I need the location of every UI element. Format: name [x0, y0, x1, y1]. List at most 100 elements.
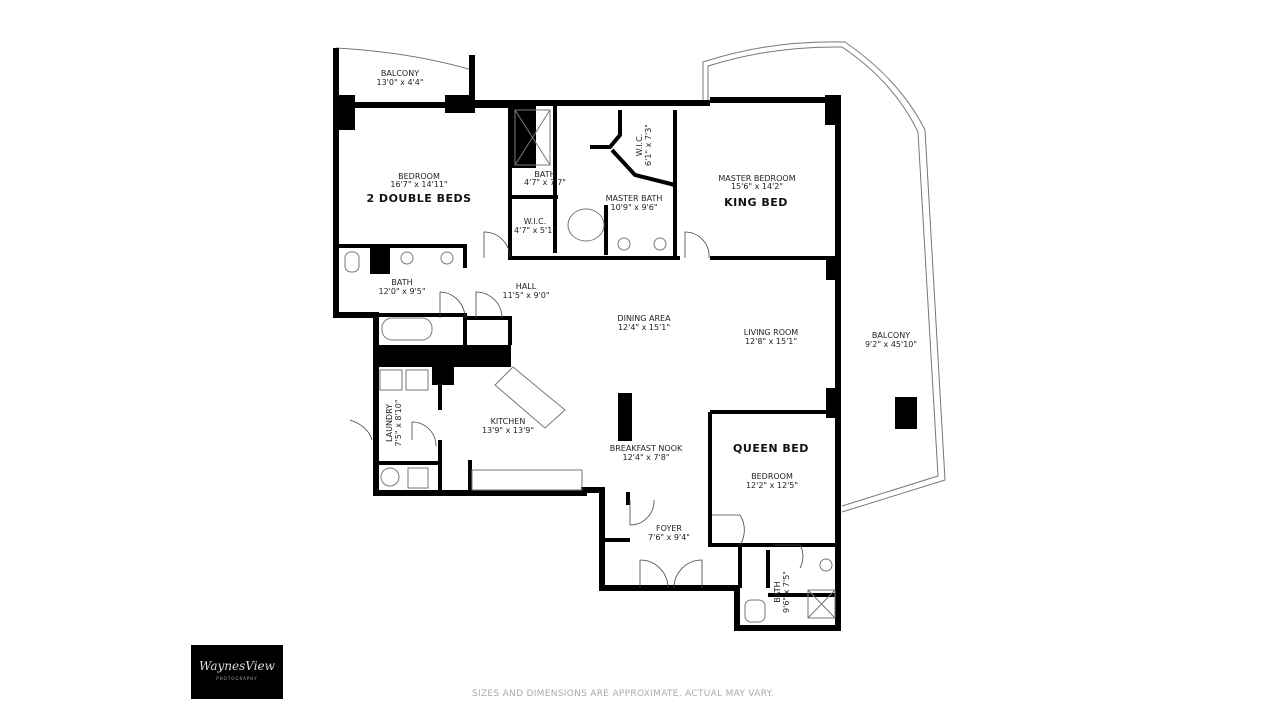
room-kitchen: KITCHEN 13'9" x 13'9" [482, 417, 534, 435]
bathtub-fixture [567, 208, 605, 242]
wall-pier [826, 258, 839, 280]
balcony-column [895, 397, 917, 429]
door-swing [475, 291, 503, 319]
room-dims: 16'7" x 14'11" [390, 180, 447, 189]
room-bath-small: BATH 4'7" x 7'7" [524, 170, 566, 187]
room-breakfast-nook: BREAKFAST NOOK 12'4" x 7'8" [610, 444, 683, 462]
bed-label: 2 DOUBLE BEDS [366, 192, 471, 205]
sink-fixture [617, 237, 631, 251]
bathtub-fixture [381, 317, 433, 341]
room-name: BEDROOM [751, 472, 793, 481]
door-swing [629, 499, 655, 526]
wall-block [432, 360, 454, 385]
room-wic-master: W.I.C. 6'1" x 7'3" [635, 124, 653, 166]
shower-fixture [514, 109, 551, 166]
room-dims: 4'7" x 7'7" [524, 178, 566, 187]
nook-column [618, 393, 632, 441]
room-name: BEDROOM [398, 172, 440, 181]
room-master-bath: MASTER BATH 10'9" x 9'6" [606, 194, 663, 212]
wall-pier [825, 95, 839, 125]
room-dims: 7'6" x 9'4" [648, 533, 690, 542]
room-balcony-large: BALCONY 9'2" x 45'10" [865, 331, 917, 349]
room-name: BATH [534, 170, 555, 179]
large-balcony-rail [707, 46, 939, 507]
room-dims: 12'4" x 15'1" [618, 323, 670, 332]
room-dims: 13'9" x 13'9" [482, 426, 534, 435]
room-name: W.I.C. [524, 217, 547, 226]
room-wic-small: W.I.C. 4'7" x 5'1" [514, 217, 556, 235]
room-name: DINING AREA [617, 314, 671, 323]
room-dims: 4'7" x 5'1" [514, 226, 556, 235]
room-hall: HALL 11'5" x 9'0" [502, 282, 549, 300]
kitchen-island [494, 366, 566, 429]
entry-door [639, 559, 703, 589]
sink-fixture [819, 558, 833, 572]
room-dims: 7'5" x 8'10" [394, 399, 403, 446]
wall-block [376, 345, 511, 367]
door-swing [712, 514, 745, 546]
room-foyer: FOYER 7'6" x 9'4" [648, 524, 690, 542]
room-bath-2: BATH 12'0" x 9'5" [378, 278, 425, 296]
outer-wall [333, 48, 841, 631]
room-name: MASTER BEDROOM [718, 174, 795, 183]
room-name: HALL [516, 282, 537, 291]
wall-pier [370, 244, 390, 274]
kitchen-counter [471, 469, 583, 491]
room-name: MASTER BATH [606, 194, 663, 203]
room-name: BALCONY [872, 331, 910, 340]
wall-pier [333, 95, 355, 130]
room-bath-3: BATH 9'6" x 7'5" [773, 571, 791, 613]
door-swing [775, 544, 804, 569]
door-swing [439, 291, 466, 319]
room-dims: 13'0" x 4'4" [376, 78, 423, 87]
utility-box [407, 467, 429, 489]
room-name: BALCONY [381, 69, 419, 78]
room-living: LIVING ROOM 12'8" x 15'1" [744, 328, 799, 346]
logo-text: WaynesView [199, 659, 275, 673]
room-dims: 9'2" x 45'10" [865, 340, 917, 349]
room-name: LIVING ROOM [744, 328, 799, 337]
interior-wall [602, 492, 630, 542]
wall-pier [445, 95, 475, 113]
washer [379, 369, 403, 391]
sink-fixture [440, 251, 454, 265]
logo-subtitle: PHOTOGRAPHY [216, 676, 258, 681]
room-dims: 6'1" x 7'3" [644, 124, 653, 166]
room-dims: 12'8" x 15'1" [745, 337, 797, 346]
disclaimer-text: SIZES AND DIMENSIONS ARE APPROXIMATE, AC… [472, 689, 774, 699]
room-name: FOYER [656, 524, 682, 533]
room-bedroom-2: BEDROOM 16'7" x 14'11" 2 DOUBLE BEDS [366, 172, 471, 205]
room-dims: 9'6" x 7'5" [782, 571, 791, 613]
interior-wall [336, 244, 467, 268]
room-balcony-small: BALCONY 13'0" x 4'4" [376, 69, 423, 87]
room-laundry: LAUNDRY 7'5" x 8'10" [385, 399, 403, 446]
door-swing [684, 231, 710, 259]
toilet-fixture [344, 251, 360, 273]
room-master-bedroom: MASTER BEDROOM 15'6" x 14'2" KING BED [718, 174, 795, 209]
room-name: BREAKFAST NOOK [610, 444, 683, 453]
room-dims: 12'0" x 9'5" [378, 287, 425, 296]
room-name: W.I.C. [635, 134, 644, 157]
photographer-logo: WaynesView PHOTOGRAPHY [191, 645, 283, 699]
bed-label: KING BED [724, 196, 788, 209]
toilet-fixture [744, 599, 766, 623]
room-dims: 12'2" x 12'5" [746, 481, 798, 490]
door-swing [349, 419, 373, 441]
shower-fixture [807, 589, 836, 619]
door-swing [411, 421, 437, 447]
room-name: BATH [391, 278, 412, 287]
room-name: BATH [773, 581, 782, 602]
room-dims: 10'9" x 9'6" [610, 203, 657, 212]
sink-fixture [400, 251, 414, 265]
large-balcony-outline [702, 41, 946, 513]
water-heater [380, 467, 400, 487]
door-swing [483, 231, 511, 259]
room-bedroom-3: QUEEN BED BEDROOM 12'2" x 12'5" [733, 442, 809, 490]
sink-fixture [653, 237, 667, 251]
small-balcony-outline [335, 47, 473, 100]
room-name: LAUNDRY [385, 404, 394, 442]
bed-label: QUEEN BED [733, 442, 809, 455]
dryer [405, 369, 429, 391]
bath-wall [738, 545, 838, 597]
wic-wall [590, 110, 676, 187]
